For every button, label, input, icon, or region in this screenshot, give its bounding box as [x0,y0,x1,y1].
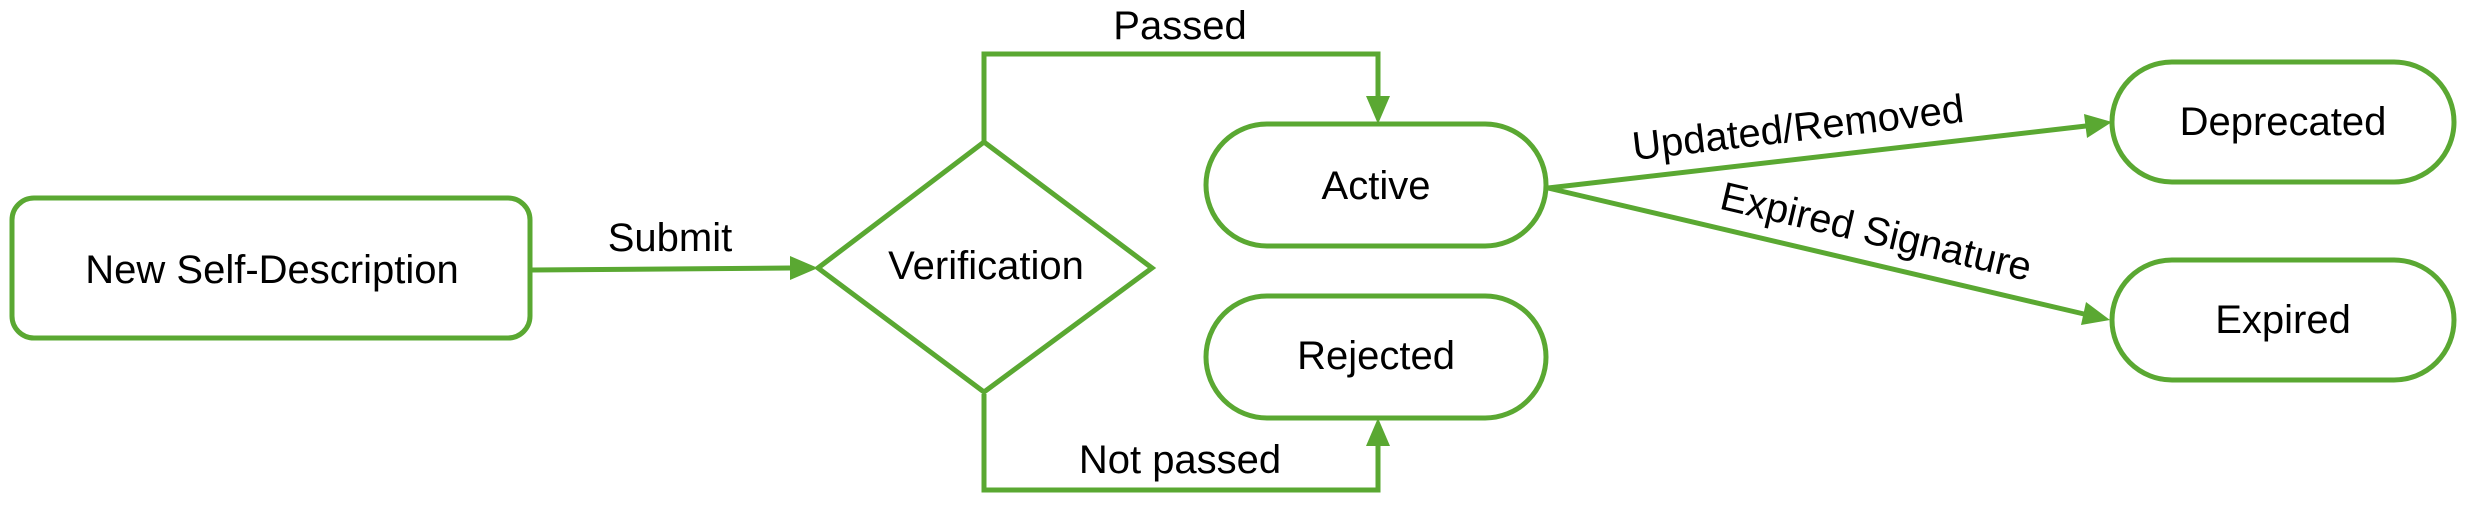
node-label: Rejected [1297,334,1455,378]
arrowhead-icon [2081,302,2110,325]
edge-passed [981,51,1390,142]
node-active: Active [1203,121,1549,249]
arrowhead-icon [790,256,818,280]
edge-label-expired-signature: Expired Signature [1716,174,2036,289]
node-label: Expired [2215,298,2351,342]
node-label: Active [1322,164,1431,208]
node-rejected: Rejected [1203,293,1549,421]
arrowhead-icon [1366,96,1390,124]
node-label: Deprecated [2180,100,2387,144]
edge-updated-removed [1547,114,2112,191]
arrowhead-icon [2084,114,2112,138]
node-label: New Self-Description [85,248,458,292]
node-label: Verification [888,244,1084,288]
node-expired: Expired [2109,257,2457,383]
node-new-self-description: New Self-Description [9,195,533,341]
edge-submit [531,256,818,280]
arrowhead-icon [1366,418,1390,446]
node-deprecated: Deprecated [2109,59,2457,185]
edge-label-submit: Submit [608,216,733,260]
edge-not-passed [981,394,1390,493]
node-verification: Verification [813,138,1157,396]
edge-label-not-passed: Not passed [1079,438,1281,482]
edge-label-passed: Passed [1113,4,1246,48]
edge-expired-signature [1547,185,2110,325]
